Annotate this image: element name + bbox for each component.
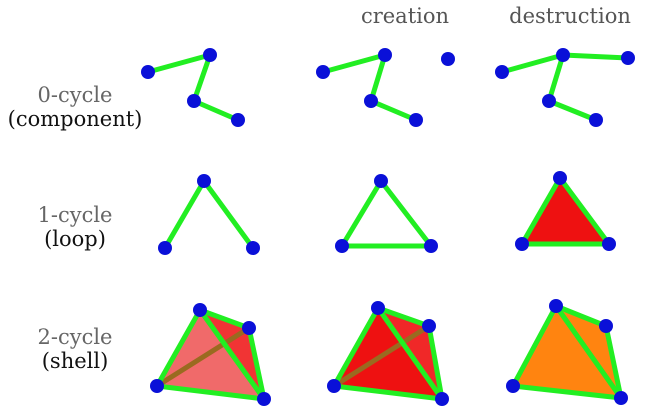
vertex	[327, 379, 341, 393]
vertex	[553, 171, 567, 185]
shell-creation	[327, 301, 449, 406]
vertex	[542, 94, 556, 108]
shell-destruction	[506, 299, 628, 405]
row-label-2-cycle: 2-cycle (shell)	[0, 325, 150, 373]
edge-connect	[560, 52, 631, 61]
vertex	[621, 51, 635, 65]
edge-loop	[339, 178, 434, 249]
edge-path	[499, 52, 599, 123]
vertex	[242, 321, 256, 335]
isolated-vertex	[441, 52, 455, 66]
vertex	[424, 239, 438, 253]
vertex	[589, 113, 603, 127]
filled-face	[519, 175, 612, 247]
row-label-1-cycle: 1-cycle (loop)	[0, 203, 150, 251]
hidden-edge	[154, 325, 252, 389]
vertex	[193, 303, 207, 317]
row-subtitle: (shell)	[41, 349, 109, 374]
vertex	[602, 237, 616, 251]
vertex	[549, 299, 563, 313]
vertex	[150, 379, 164, 393]
vertex	[197, 174, 211, 188]
edge-path	[145, 52, 241, 123]
vertex	[203, 48, 217, 62]
edge-path	[320, 52, 419, 123]
edge	[375, 305, 445, 402]
vertex	[371, 301, 385, 315]
row-title: 0-cycle	[37, 83, 113, 107]
vertex	[141, 65, 155, 79]
vertex	[435, 392, 449, 406]
vertex	[378, 48, 392, 62]
vertex	[495, 65, 509, 79]
component-creation	[316, 48, 455, 127]
vertex	[515, 237, 529, 251]
edge	[197, 307, 267, 402]
vertex	[599, 319, 613, 333]
vertex	[506, 379, 520, 393]
row-label-0-cycle: 0-cycle (component)	[0, 83, 150, 131]
edge-path	[162, 178, 256, 251]
loop-creation	[335, 174, 438, 253]
face	[513, 306, 621, 398]
loop-destruction	[515, 171, 616, 251]
vertex	[231, 113, 245, 127]
vertex	[187, 94, 201, 108]
vertex	[158, 241, 172, 255]
row-subtitle: (component)	[7, 107, 143, 132]
row-title: 2-cycle	[37, 325, 113, 349]
vertex	[374, 174, 388, 188]
vertex	[422, 319, 436, 333]
column-header-creation: creation	[360, 4, 450, 28]
edge	[553, 303, 624, 401]
shell-base	[150, 303, 271, 406]
loop-base	[158, 174, 260, 255]
row-subtitle: (loop)	[44, 227, 106, 252]
hidden-edge	[331, 323, 432, 389]
row-title: 1-cycle	[37, 203, 113, 227]
component-base	[141, 48, 245, 127]
vertex	[556, 48, 570, 62]
vertex	[614, 391, 628, 405]
vertex	[257, 392, 271, 406]
vertex	[316, 65, 330, 79]
component-destruction	[495, 48, 635, 127]
column-header-destruction: destruction	[509, 4, 631, 28]
vertex	[335, 239, 349, 253]
vertex	[246, 241, 260, 255]
vertex	[364, 94, 378, 108]
vertex	[409, 113, 423, 127]
